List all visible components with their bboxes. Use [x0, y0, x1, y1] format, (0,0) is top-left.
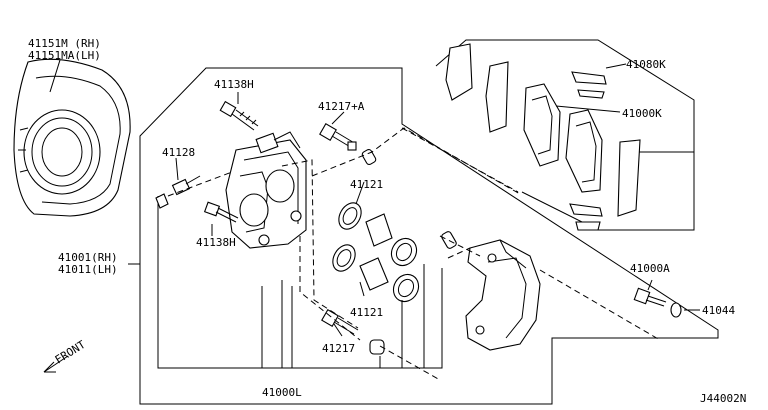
label-seal-lower: 41121	[350, 306, 383, 319]
guide-pin-lower	[321, 309, 359, 335]
mounting-bolt	[633, 287, 667, 307]
caliper-kit-frame	[157, 196, 443, 369]
label-washer: 41044	[702, 304, 735, 317]
label-bleeder: 41128	[162, 146, 195, 159]
label-front: FRONT	[53, 338, 88, 367]
label-bolt-lower: 41138H	[196, 236, 236, 249]
brake-pads	[523, 83, 603, 193]
caliper-assembly-frame	[139, 67, 719, 405]
label-pin-lower: 41217	[322, 342, 355, 355]
label-splash-lh: 41151MA(LH)	[28, 49, 101, 62]
label-mount-bolt: 41000A	[630, 262, 670, 275]
front-arrow-icon	[43, 355, 69, 373]
label-hardware-kit: 41080K	[626, 58, 666, 71]
caliper-body	[225, 131, 307, 249]
label-bolt-upper: 41138H	[214, 78, 254, 91]
label-caliper-rh: 41001(RH)	[58, 251, 118, 264]
piston-seals	[332, 202, 420, 303]
pad-shims	[445, 43, 641, 231]
label-diagram-code: J44002N	[700, 392, 746, 405]
bleeder-screw	[155, 175, 201, 209]
guide-pin-upper	[319, 123, 357, 151]
label-splash-rh: 41151M (RH)	[28, 37, 101, 50]
washer	[670, 302, 682, 318]
label-caliper-lh: 41011(LH)	[58, 263, 118, 276]
boot-lower	[369, 339, 385, 355]
label-pin-upper: 41217+A	[318, 100, 365, 113]
splash-shield	[13, 58, 131, 217]
label-pad-kit: 41000K	[622, 107, 662, 120]
bolt-lower	[203, 201, 239, 223]
label-caliper-kit: 41000L	[262, 386, 302, 399]
label-seal-upper: 41121	[350, 178, 383, 191]
caliper-bracket	[465, 239, 541, 351]
bolt-upper	[219, 100, 259, 131]
